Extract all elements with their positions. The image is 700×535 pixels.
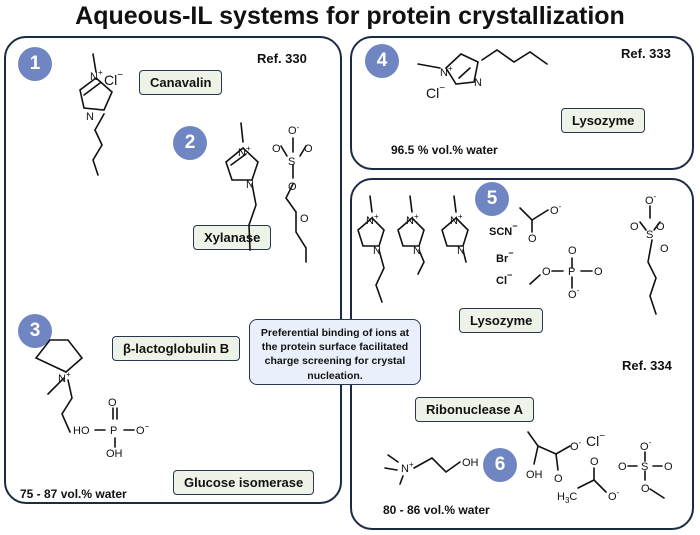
protein-canavalin: Canavalin: [139, 70, 223, 95]
s1-butyl: [92, 129, 103, 176]
panel-ref-333: [350, 36, 694, 170]
svg-text:O: O: [288, 181, 297, 193]
s2-ether: [285, 183, 307, 263]
water-content-p6: 80 - 86 vol.% water: [383, 503, 490, 517]
svg-text:S: S: [288, 156, 295, 168]
svg-text:O: O: [590, 456, 599, 468]
svg-text:OH: OH: [462, 457, 479, 469]
svg-text:N+: N+: [401, 460, 414, 475]
svg-text:N: N: [474, 77, 482, 89]
badge-3: 3: [18, 314, 52, 348]
svg-text:O-: O-: [568, 286, 580, 301]
svg-text:H3C: H3C: [557, 491, 577, 505]
svg-text:O: O: [656, 221, 665, 233]
svg-text:N: N: [373, 245, 381, 257]
ref-334: Ref. 334: [622, 358, 672, 373]
svg-text:OH: OH: [526, 469, 543, 481]
svg-text:O: O: [300, 213, 309, 225]
svg-text:O: O: [108, 397, 117, 409]
s3-butyl: [61, 379, 73, 433]
svg-text:OH: OH: [106, 448, 123, 460]
s3-ring: [34, 339, 84, 373]
anion-br: Br−: [496, 248, 514, 265]
protein-glucose-isomerase: Glucose isomerase: [173, 470, 315, 495]
panel-ref-330: [4, 36, 342, 504]
s1-ring: [79, 76, 113, 111]
protein-xylanase: Xylanase: [193, 225, 272, 250]
svg-text:O: O: [630, 221, 639, 233]
svg-text:P: P: [568, 266, 575, 278]
ref-333: Ref. 333: [621, 46, 671, 61]
svg-text:O-: O-: [645, 192, 657, 207]
svg-text:O: O: [660, 243, 669, 255]
protein-beta-lactoglobulin: β-lactoglobulin B: [112, 336, 241, 361]
svg-text:S: S: [646, 229, 653, 241]
svg-text:O-: O-: [288, 123, 300, 137]
protein-lysozyme-4: Lysozyme: [561, 108, 646, 133]
svg-text:O−: O−: [136, 422, 150, 437]
svg-text:O: O: [272, 143, 281, 155]
svg-text:O: O: [542, 266, 551, 278]
s2-ring: [225, 146, 259, 181]
svg-text:O: O: [594, 266, 603, 278]
svg-text:O: O: [304, 143, 313, 155]
svg-text:HO: HO: [73, 425, 90, 437]
svg-text:P: P: [110, 425, 117, 437]
svg-text:N+: N+: [450, 212, 463, 227]
svg-text:N+: N+: [406, 212, 419, 227]
svg-text:N: N: [413, 245, 421, 257]
anion-cl: Cl−: [496, 270, 512, 287]
svg-text:S: S: [641, 461, 648, 473]
protein-ribonuclease-a: Ribonuclease A: [415, 397, 535, 422]
badge-6: 6: [483, 448, 517, 482]
svg-text:O-: O-: [608, 488, 620, 503]
svg-text:N+: N+: [366, 212, 379, 227]
svg-text:O: O: [568, 245, 577, 257]
badge-5: 5: [475, 182, 509, 216]
ref-330: Ref. 330: [257, 51, 307, 66]
svg-text:O-: O-: [640, 438, 652, 453]
s2-methyl: [240, 122, 244, 143]
svg-text:O-: O-: [570, 438, 582, 453]
s4-butyl: [481, 49, 548, 65]
svg-text:O: O: [664, 461, 673, 473]
anion-scn: SCN−: [489, 221, 518, 238]
atom-N1a: N+: [90, 68, 103, 83]
badge-4: 4: [365, 44, 399, 78]
counterion-4: Cl−: [426, 83, 445, 101]
mechanism-note: Preferential binding of ions at the prot…: [249, 319, 421, 385]
svg-text:O: O: [641, 483, 650, 495]
water-content-p4: 96.5 % vol.% water: [391, 143, 498, 157]
svg-text:N: N: [457, 245, 465, 257]
water-content-p3: 75 - 87 vol.% water: [20, 487, 127, 501]
badge-1: 1: [18, 47, 52, 81]
s4-ring: [444, 53, 479, 85]
svg-text:O: O: [554, 473, 563, 485]
atom-N1b: N: [86, 111, 94, 123]
protein-lysozyme-5: Lysozyme: [459, 308, 544, 333]
badge-2: 2: [173, 126, 207, 160]
svg-text:O: O: [618, 461, 627, 473]
svg-text:N+: N+: [238, 144, 251, 159]
counterion-6: Cl−: [586, 431, 605, 449]
svg-text:O: O: [528, 233, 537, 245]
figure-title: Aqueous-IL systems for protein crystalli…: [75, 2, 625, 30]
svg-text:O-: O-: [550, 202, 562, 217]
s2-chain: [248, 183, 257, 251]
counterion-1: Cl−: [104, 70, 123, 88]
s1-methyl: [92, 53, 97, 73]
svg-text:N: N: [246, 179, 254, 191]
